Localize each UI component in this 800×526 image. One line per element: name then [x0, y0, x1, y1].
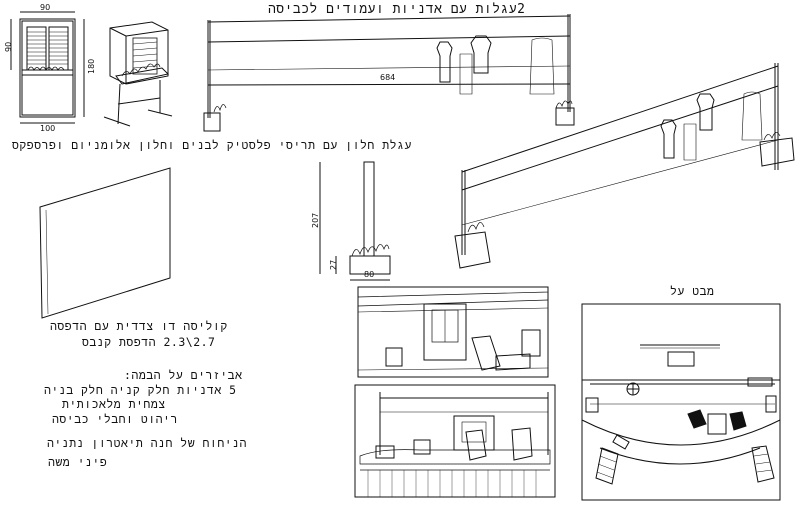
stage-plan-view — [581, 303, 781, 501]
single-pole-planter — [319, 161, 391, 281]
flat-note-line2: 2.7\2.3 הדפסת קנבס — [82, 335, 216, 349]
window-height-left-dim: 90 — [4, 42, 13, 52]
props-item-2: צמחית מלאכותית — [62, 397, 166, 411]
main-title: 2עגלות עם אדניות ועמודים לכביסה — [268, 2, 526, 17]
flat-note-line1: קוליסה דו צדדית עם הדפסה — [50, 319, 228, 333]
venue-note: הניחוח של חנה תיאטרון נתניה — [47, 436, 247, 450]
flat-panel — [39, 167, 171, 319]
props-item-3: ריהוט וחבלי כביסה — [52, 412, 178, 426]
rail-length-dim: 684 — [380, 73, 395, 82]
window-height-right-dim: 180 — [87, 59, 96, 74]
clothesline-cart-long — [203, 14, 575, 132]
stage-view-upper — [357, 286, 549, 378]
planter-height-dim: 27 — [329, 260, 338, 270]
stage-view-lower — [354, 384, 556, 498]
cart-width-dim: 100 — [40, 124, 55, 133]
window-width-dim: 90 — [40, 3, 50, 12]
planter-width-dim: 80 — [364, 270, 374, 279]
pole-height-dim: 207 — [311, 213, 320, 228]
props-item-1: 5 אדניות חלק קניה חלק בניה — [44, 383, 237, 397]
clothesline-cart-diagonal — [454, 63, 795, 269]
props-title: אביזרים על הבמה: — [124, 368, 243, 382]
window-cart-caption: עגלת חלון עם תריסי פלסטיק לבנים וחלון אל… — [12, 138, 412, 152]
plan-view-title: מבט על — [670, 284, 715, 298]
window-cart-front-view — [10, 11, 85, 124]
designer-name: פיני משה — [48, 455, 108, 469]
window-cart-perspective — [103, 21, 173, 127]
